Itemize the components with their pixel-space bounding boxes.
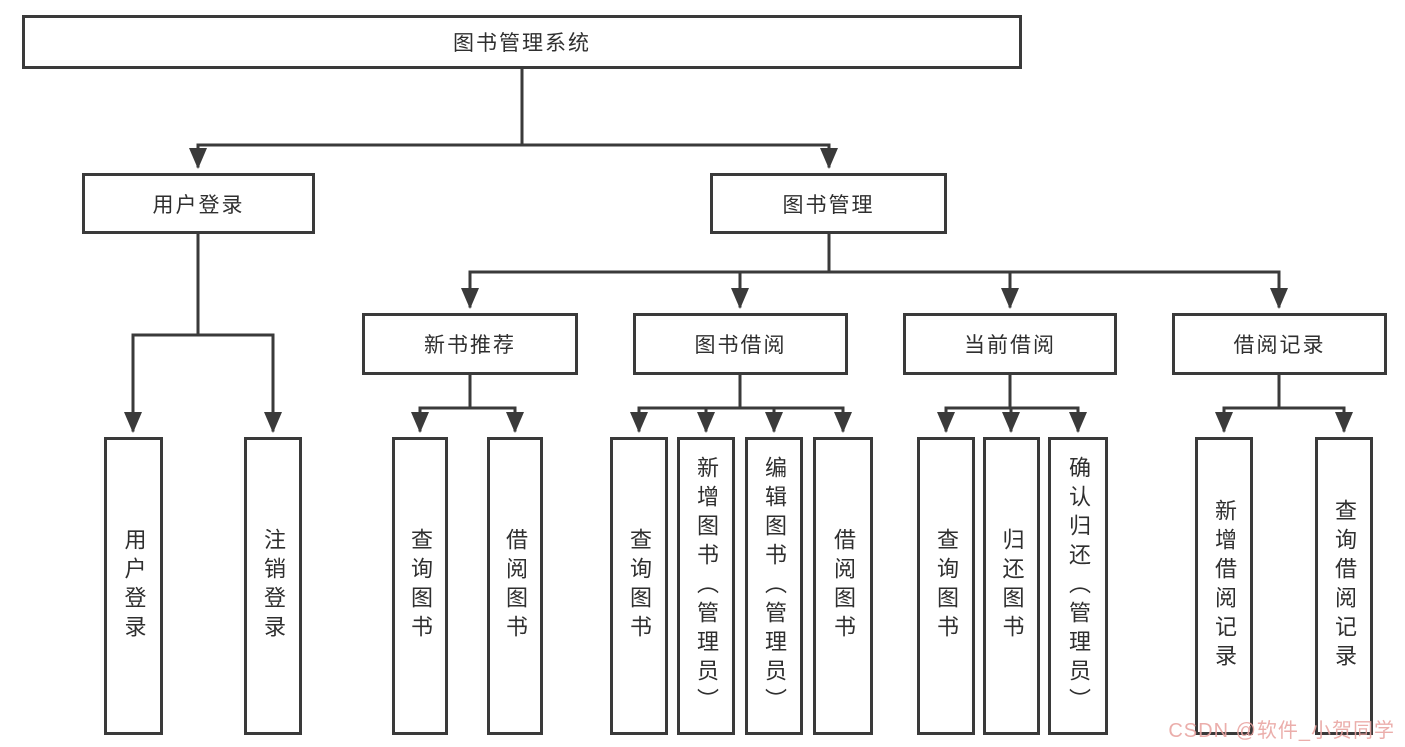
node-book-management: 图书管理 — [710, 173, 947, 234]
leaf-query-borrow-record: 查询借阅记录 — [1315, 437, 1373, 735]
leaf-edit-books-admin: 编辑图书（管理员） — [745, 437, 803, 735]
leaf-return-books: 归还图书 — [983, 437, 1040, 735]
node-new-book-recommend: 新书推荐 — [362, 313, 578, 375]
leaf-query-books-2: 查询图书 — [610, 437, 668, 735]
node-book-borrowing: 图书借阅 — [633, 313, 848, 375]
leaf-confirm-return-admin: 确认归还（管理员） — [1048, 437, 1108, 735]
leaf-add-books-admin: 新增图书（管理员） — [677, 437, 735, 735]
node-user-login: 用户登录 — [82, 173, 315, 234]
leaf-borrow-books-1: 借阅图书 — [487, 437, 543, 735]
watermark: CSDN @软件_小贺同学 — [1168, 720, 1395, 742]
leaf-add-borrow-record: 新增借阅记录 — [1195, 437, 1253, 735]
leaf-user-login: 用户登录 — [104, 437, 163, 735]
leaf-logout-login: 注销登录 — [244, 437, 302, 735]
leaf-query-books-3: 查询图书 — [917, 437, 975, 735]
node-root: 图书管理系统 — [22, 15, 1022, 69]
leaf-borrow-books-2: 借阅图书 — [813, 437, 873, 735]
node-current-borrowing: 当前借阅 — [903, 313, 1117, 375]
leaf-query-books-1: 查询图书 — [392, 437, 448, 735]
node-borrow-records: 借阅记录 — [1172, 313, 1387, 375]
